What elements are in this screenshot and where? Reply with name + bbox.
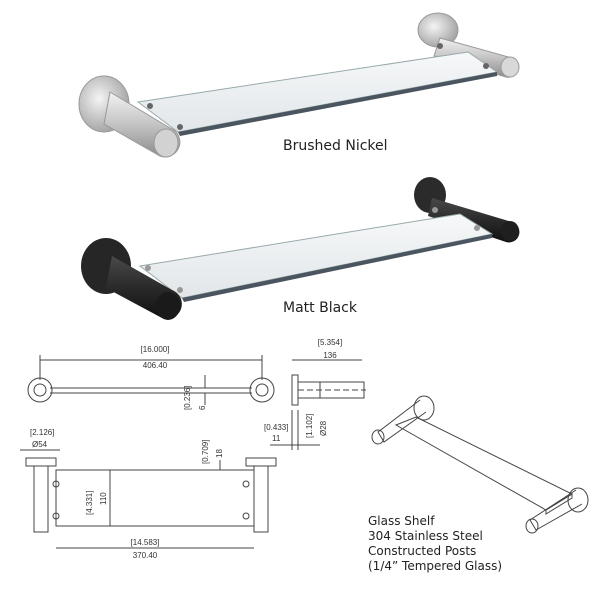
dim-flange-in: [2.126]	[30, 428, 54, 437]
description-line: 304 Stainless Steel	[368, 529, 483, 543]
finish-label-matt-black: Matt Black	[283, 300, 357, 316]
dim-glass-len-in: [14.583]	[131, 538, 160, 547]
side-view-drawing	[270, 359, 366, 450]
dim-flange-mm: Ø54	[32, 440, 48, 449]
product-description: Glass Shelf 304 Stainless Steel Construc…	[368, 514, 502, 574]
dim-post-dia-mm: Ø28	[319, 420, 328, 436]
description-line: Constructed Posts	[368, 544, 477, 558]
dim-glass-depth-mm: 110	[99, 492, 108, 505]
dim-post-height-mm: 18	[215, 449, 224, 458]
nickel-shelf-render	[78, 12, 520, 158]
dim-post-dia-in: [1.102]	[305, 414, 314, 438]
dim-glass-depth-in: [4.331]	[85, 491, 94, 515]
dim-glass-len-mm: 370.40	[133, 551, 158, 560]
dim-overall-mm: 406.40	[143, 361, 168, 370]
dim-overall-in: [16.000]	[141, 345, 170, 354]
dim-depth-mm: 136	[323, 351, 337, 360]
description-line: (1/4” Tempered Glass)	[368, 559, 503, 573]
dim-flange-thk-mm: 11	[272, 434, 281, 443]
dim-glass-mm: 6	[198, 405, 207, 410]
black-shelf-render	[81, 177, 520, 320]
dim-glass-in: [0.236]	[183, 386, 192, 410]
front-view-drawing	[20, 449, 277, 549]
dim-flange-thk-in: [0.433]	[264, 423, 288, 432]
top-view-drawing	[27, 355, 275, 405]
isometric-view-drawing	[371, 395, 589, 534]
finish-label-brushed-nickel: Brushed Nickel	[283, 138, 388, 154]
dim-depth-in: [5.354]	[318, 338, 342, 347]
dim-post-height-in: [0.709]	[201, 440, 210, 464]
description-line: Glass Shelf	[368, 514, 435, 528]
